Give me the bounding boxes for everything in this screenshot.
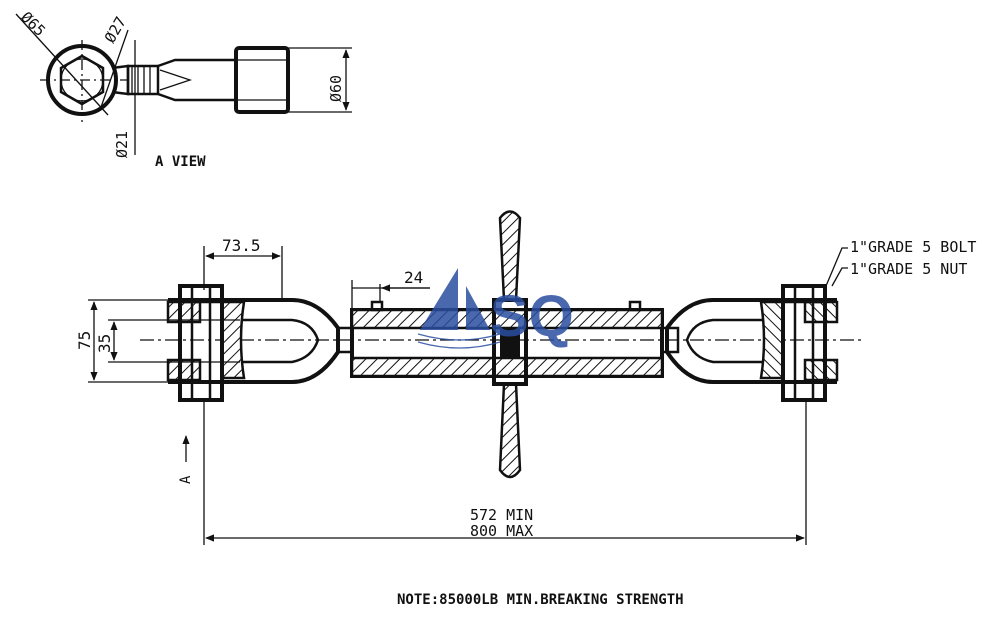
callout-nut: 1"GRADE 5 NUT <box>850 260 967 278</box>
a-view-label: A VIEW <box>155 154 206 170</box>
a-view-dim-eye: Ø27 <box>101 14 130 46</box>
a-view-dim-pin: Ø21 <box>113 131 131 158</box>
section-marker-label: A <box>178 475 194 484</box>
dim-height-inner: 35 <box>95 334 114 353</box>
watermark-text: SQ <box>490 284 574 349</box>
a-view-dim-body: Ø60 <box>327 75 345 102</box>
handle <box>492 210 528 479</box>
dim-length-max: 800 MAX <box>470 522 533 540</box>
dim-overall-length: 572 MIN 800 MAX <box>203 400 807 545</box>
sailboat-icon <box>420 268 458 330</box>
dim-height-outer: 75 <box>75 331 94 350</box>
note-text: NOTE:85000LB MIN.BREAKING STRENGTH <box>397 592 684 608</box>
dim-length-min: 572 MIN <box>470 506 533 524</box>
left-clevis <box>166 284 340 402</box>
dim-73-5: 73.5 <box>203 236 283 298</box>
dim-nut-width: 24 <box>404 268 423 287</box>
section-marker: A <box>178 435 194 484</box>
dim-heights: 75 35 <box>75 299 240 383</box>
dim-24: 24 <box>351 268 430 308</box>
callouts: 1"GRADE 5 BOLT 1"GRADE 5 NUT <box>825 238 976 287</box>
main-view: 73.5 24 75 35 A <box>75 210 976 545</box>
sq-watermark: SQ <box>417 268 574 349</box>
callout-bolt: 1"GRADE 5 BOLT <box>850 238 976 256</box>
a-view-dim-outer: Ø65 <box>17 8 49 40</box>
a-view: Ø65 Ø27 Ø21 Ø60 A VIEW <box>15 8 352 170</box>
right-clevis <box>665 284 839 402</box>
dim-eye-width: 73.5 <box>222 236 261 255</box>
